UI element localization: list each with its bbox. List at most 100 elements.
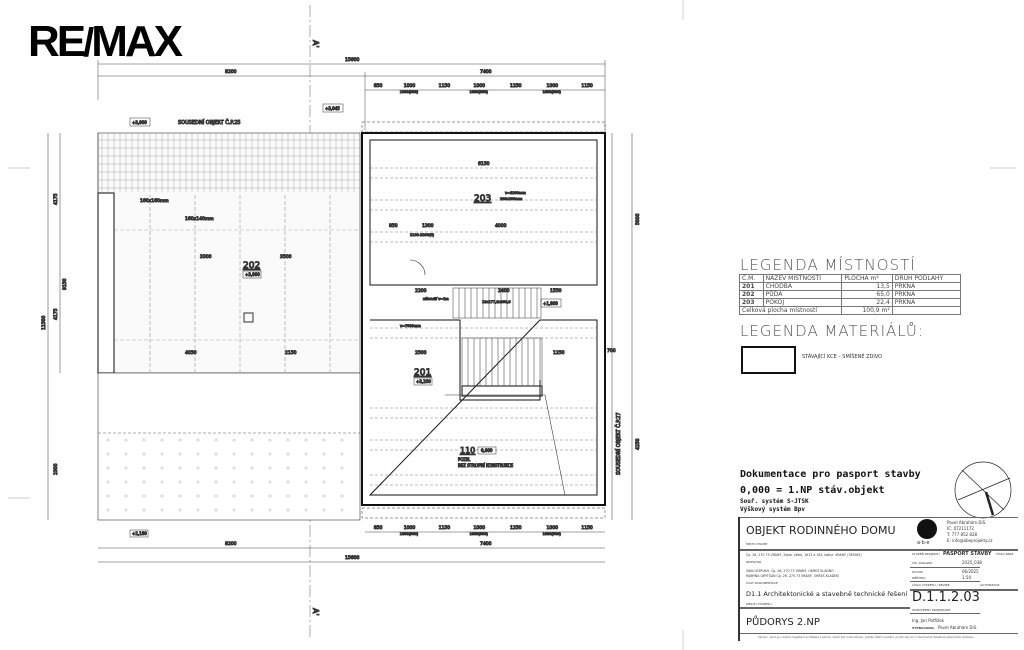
copyright-footer: Výkres i návrh je v záloze majetkem arch… (758, 636, 974, 639)
dim-right-h2: 4250 (635, 438, 641, 450)
cell: CHODBA (762, 282, 843, 291)
level-bottom: +2,180 (132, 531, 147, 536)
format-label: ČÍSLO PARÉ (996, 552, 1014, 556)
dim-202-a: 3300 (200, 254, 212, 260)
investor-2: MARYNA GRYTSAN Čp. 26, 270 73 VRANÝ, OKR… (746, 574, 840, 578)
remax-logo: RE/MAX (28, 17, 183, 66)
dim-left-bottom: 8200 (225, 541, 237, 547)
cell: PRKNA (891, 282, 962, 291)
cell: PRKNA (891, 290, 962, 299)
dim-right-bottom: 7400 (480, 541, 492, 547)
header-cell: Č.M. (739, 274, 764, 283)
legend-materials-title: LEGENDA MATERIÁLŮ: (740, 322, 924, 340)
level-roof-mid: +3,045 (325, 106, 340, 111)
dim-segment: 1150 (439, 83, 451, 89)
dim-left-h1: 4175 (53, 193, 59, 205)
neighbor-right-label: SOUSEDNÍ OBJEKT Č.P.27 (615, 412, 622, 475)
dim-1550: 1550 (550, 288, 562, 294)
yard-area (97, 372, 361, 521)
dim-segment: 1150 (581, 83, 593, 89)
scale-label: MĚŘÍTKO (912, 576, 926, 580)
house-walls (361, 132, 606, 506)
doc-title: Dokumentace pro pasport stavby (740, 469, 921, 480)
cell: Celková plocha místností (738, 306, 843, 315)
company-name: a·b·e (917, 540, 930, 546)
level-202: +3,800 (245, 272, 260, 277)
dim-right: 7400 (480, 69, 492, 75)
doc-level: 0,000 = 1.NP stáv.objekt (740, 485, 885, 496)
dim-right-h3: 700 (607, 348, 616, 354)
dim-segment: 1000 (474, 525, 486, 531)
dim-segment: 850 (374, 83, 383, 89)
north-arrow-icon (954, 461, 1012, 519)
dim-202-c: 4050 (185, 350, 197, 356)
dim-stair: 2400 (498, 288, 510, 294)
dim-segment: 850 (374, 525, 383, 531)
drawn-label: VYPRACOVAL (912, 626, 935, 630)
company-logo (917, 519, 937, 539)
room-202-label: 202 (243, 261, 260, 271)
cell: PRKNA (891, 298, 962, 307)
dim-2200: 2200 (415, 288, 427, 294)
railing-label: zábradlí v=1m (423, 297, 449, 301)
level-roof-left: +3,800 (132, 120, 147, 125)
header-cell: PLOCHA m² (841, 274, 893, 283)
material-swatch (741, 346, 796, 374)
scale: 1:50 (962, 575, 971, 580)
date-label: DATUM (912, 570, 923, 574)
email: E: info@abeprojekty.cz (947, 538, 993, 543)
cell: POKOJ (762, 298, 843, 307)
beam-size-label: 200x200mm (500, 197, 523, 201)
header-cell: NÁZEV MÍSTNOSTI (762, 274, 843, 283)
responsible: Ing. Jan Potfížek (912, 618, 944, 623)
place-label: MÍSTO STAVBY (746, 542, 768, 546)
door-dim: 2100-2200(0) (410, 233, 435, 237)
doc-height: Výškový systém Bpv (740, 506, 806, 513)
dim-203: 6150 (478, 161, 490, 167)
author: Pavel Abrahám DiS. (947, 520, 987, 525)
level-110: 0,000 (481, 448, 493, 453)
doc-part: D1.1 Architektonické a stavebně technick… (746, 590, 908, 598)
dim-total: 15600 (345, 57, 359, 63)
header-cell: DRUH PODLAHY (891, 274, 962, 283)
dim-left-total: 11500 (41, 316, 47, 330)
section-mark: A' (311, 40, 320, 48)
dim-segment: 1150 (581, 525, 593, 531)
window-size: 1600(900) (400, 532, 419, 536)
dim-left-h3: 9150 (62, 278, 68, 290)
dim-segment: 1250 (510, 525, 522, 531)
order-number: 2025_038 (962, 560, 982, 565)
cell: 201 (739, 282, 764, 291)
note-110-a: POZN. (458, 457, 471, 462)
drawn-by: Pavel Abrahám DiS. (938, 625, 978, 630)
dim-segment: 1000 (404, 83, 416, 89)
section-mark-bottom: A' (311, 608, 320, 616)
timber-label-1: 160x160mm (140, 198, 169, 204)
dim-segment: 1250 (510, 83, 522, 89)
cell: 65,0 (841, 290, 893, 299)
drawing-number: D.1.1.2.03 (912, 590, 980, 605)
note-110-b: BEZ STROPNÍ KONSTRUKCE (458, 463, 513, 468)
dim-segment: 1000 (474, 83, 486, 89)
timber-label-2: 160x140mm (185, 216, 214, 222)
dim-1250: 1250 (553, 350, 565, 356)
window-size: 1600(900) (542, 90, 561, 94)
phone: T: 777 852 828 (947, 532, 978, 537)
place: Čp. 26, 270 73 VRANÝ, Zapsi. střed, 1613… (746, 553, 862, 557)
cell: 202 (739, 290, 764, 299)
dim-segment: 1000 (404, 525, 416, 531)
doc-coord: Souř. systém S-JTSK (740, 498, 809, 505)
dim-left: 8200 (225, 69, 237, 75)
investor-label: INVESTOR (746, 560, 762, 564)
investor-1: IVAN LESPUKH, Čp. 26, 270 73 VRANÝ, OKRE… (746, 569, 834, 573)
order-label: ČÍS. ZAKÁZKY (912, 561, 933, 565)
neighbor-left-label: SOUSEDNÍ OBJEKT Č.P.25 (178, 119, 241, 126)
dim-right-h1: 5000 (635, 213, 641, 225)
room-203-label: 203 (474, 194, 491, 204)
title-block: OBJEKT RODINNÉHO DOMU MÍSTO STAVBY Čp. 2… (738, 517, 1018, 641)
date: 06/2025 (962, 569, 979, 574)
dim-203-c: 4000 (495, 223, 507, 229)
dim-left-h2: 4175 (53, 308, 59, 320)
cell: 100,9 m² (841, 306, 893, 315)
